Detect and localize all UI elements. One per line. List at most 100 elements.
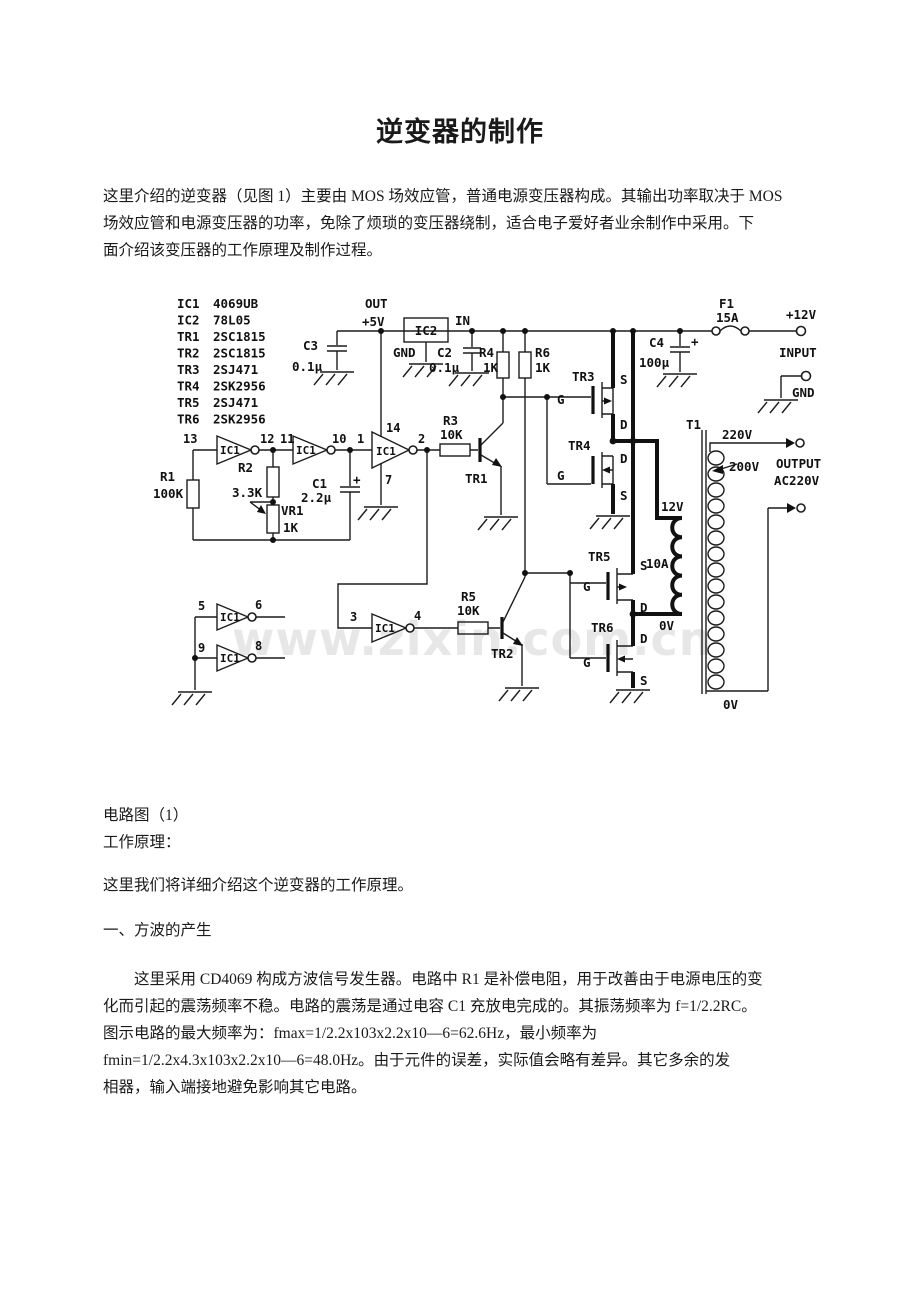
section-line: 图示电路的最大频率为：fmax=1/2.2x103x2.2x10—6=62.6H… bbox=[103, 1025, 598, 1042]
svg-text:D: D bbox=[640, 600, 648, 615]
svg-text:D: D bbox=[620, 451, 628, 466]
svg-text:G: G bbox=[557, 392, 565, 407]
svg-text:2SJ471: 2SJ471 bbox=[213, 362, 258, 377]
svg-text:C1: C1 bbox=[312, 476, 327, 491]
transformer-t1: 12V 10A 0V T1 220V 200V OUTPUT AC220V 0V bbox=[633, 417, 821, 712]
svg-text:TR5: TR5 bbox=[177, 395, 200, 410]
svg-text:OUTPUT: OUTPUT bbox=[776, 456, 821, 471]
svg-text:15A: 15A bbox=[716, 310, 739, 325]
svg-text:13: 13 bbox=[183, 432, 197, 446]
svg-text:IC1: IC1 bbox=[220, 611, 240, 624]
intro-line: 场效应管和电源变压器的功率，免除了烦琐的变压器绕制，适合电子爱好者业余制作中采用… bbox=[103, 215, 755, 232]
svg-text:2: 2 bbox=[418, 432, 425, 446]
svg-text:TR3: TR3 bbox=[177, 362, 200, 377]
svg-text:T1: T1 bbox=[686, 417, 701, 432]
plus12v-terminal bbox=[795, 325, 807, 337]
figure-caption: 电路图（1） bbox=[103, 807, 189, 824]
svg-text:0V: 0V bbox=[723, 697, 739, 712]
mosfet-tr5-tr6: TR5 TR6 G G S D D S bbox=[583, 331, 651, 704]
section-line: 这里采用 CD4069 构成方波信号发生器。电路中 R1 是补偿电阻，用于改善由… bbox=[103, 971, 763, 988]
principle-heading: 工作原理： bbox=[103, 834, 181, 851]
svg-text:TR6: TR6 bbox=[591, 620, 614, 635]
svg-text:6: 6 bbox=[255, 598, 262, 612]
gnd-terminal bbox=[800, 370, 812, 382]
svg-text:10K: 10K bbox=[457, 603, 480, 618]
svg-text:AC220V: AC220V bbox=[774, 473, 820, 488]
svg-text:TR3: TR3 bbox=[572, 369, 595, 384]
svg-text:TR2: TR2 bbox=[177, 346, 200, 361]
svg-text:D: D bbox=[640, 631, 648, 646]
svg-text:IN: IN bbox=[455, 313, 470, 328]
section-line: 相器，输入端接地避免影响其它电路。 bbox=[103, 1079, 367, 1096]
svg-text:TR6: TR6 bbox=[177, 412, 200, 427]
svg-text:1K: 1K bbox=[535, 360, 551, 375]
svg-text:IC2: IC2 bbox=[177, 313, 200, 328]
svg-text:VR1: VR1 bbox=[281, 503, 304, 518]
ic2-label: IC2 bbox=[415, 323, 438, 338]
svg-text:2SC1815: 2SC1815 bbox=[213, 329, 266, 344]
svg-text:8: 8 bbox=[255, 639, 262, 653]
section-heading: 一、方波的产生 bbox=[103, 922, 212, 939]
svg-text:7: 7 bbox=[385, 473, 392, 487]
svg-text:1K: 1K bbox=[283, 520, 299, 535]
intro-line: 面介绍该变压器的工作原理及制作过程。 bbox=[103, 242, 383, 259]
svg-text:IC1: IC1 bbox=[220, 444, 240, 457]
svg-text:IC1: IC1 bbox=[177, 296, 200, 311]
svg-text:IC1: IC1 bbox=[376, 445, 396, 458]
svg-text:G: G bbox=[557, 468, 565, 483]
svg-text:1K: 1K bbox=[483, 360, 499, 375]
svg-text:0.1μ: 0.1μ bbox=[292, 359, 323, 374]
svg-text:2SK2956: 2SK2956 bbox=[213, 379, 266, 394]
svg-text:12V: 12V bbox=[661, 499, 684, 514]
svg-text:INPUT: INPUT bbox=[779, 345, 817, 360]
svg-text:5: 5 bbox=[198, 599, 205, 613]
svg-text:S: S bbox=[640, 673, 648, 688]
svg-text:F1: F1 bbox=[719, 296, 734, 311]
svg-text:2SJ471: 2SJ471 bbox=[213, 395, 258, 410]
svg-text:R4: R4 bbox=[479, 345, 494, 360]
svg-text:OUT: OUT bbox=[365, 296, 388, 311]
svg-text:2.2μ: 2.2μ bbox=[301, 490, 332, 505]
svg-text:C3: C3 bbox=[303, 338, 318, 353]
svg-text:78L05: 78L05 bbox=[213, 313, 251, 328]
svg-text:IC1: IC1 bbox=[220, 652, 240, 665]
svg-text:S: S bbox=[620, 488, 628, 503]
svg-text:R5: R5 bbox=[461, 589, 476, 604]
svg-text:S: S bbox=[640, 558, 648, 573]
svg-text:1: 1 bbox=[357, 432, 364, 446]
svg-text:10K: 10K bbox=[440, 427, 463, 442]
svg-text:R6: R6 bbox=[535, 345, 550, 360]
svg-text:220V: 220V bbox=[722, 427, 753, 442]
power-rail: IC2 OUT +5V IN GND C3 0.1μ C2 0.1μ C4 10… bbox=[292, 296, 817, 414]
svg-text:100μ: 100μ bbox=[639, 355, 670, 370]
svg-text:TR1: TR1 bbox=[465, 471, 488, 486]
svg-text:S: S bbox=[620, 372, 628, 387]
svg-text:TR4: TR4 bbox=[177, 379, 200, 394]
svg-text:4069UB: 4069UB bbox=[213, 296, 259, 311]
svg-text:C4: C4 bbox=[649, 335, 664, 350]
svg-text:R3: R3 bbox=[443, 413, 458, 428]
principle-intro: 这里我们将详细介绍这个逆变器的工作原理。 bbox=[103, 877, 414, 894]
svg-text:0V: 0V bbox=[659, 618, 675, 633]
intro-line: 这里介绍的逆变器（见图 1）主要由 MOS 场效应管，普通电源变压器构成。其输出… bbox=[103, 188, 783, 205]
svg-text:GND: GND bbox=[792, 385, 815, 400]
svg-text:+5V: +5V bbox=[362, 314, 385, 329]
svg-text:GND: GND bbox=[393, 345, 416, 360]
svg-text:+: + bbox=[691, 334, 699, 349]
svg-text:0.1μ: 0.1μ bbox=[429, 360, 460, 375]
page-title: 逆变器的制作 bbox=[376, 117, 544, 147]
mosfet-tr3-tr4: TR3 TR4 G G S D D S bbox=[557, 331, 682, 530]
driver-tr2: IC1 3 4 R5 10K TR2 IC1 IC1 5 6 9 8 bbox=[171, 450, 606, 706]
svg-text:12: 12 bbox=[260, 432, 274, 446]
svg-text:2SK2956: 2SK2956 bbox=[213, 412, 266, 427]
svg-text:TR5: TR5 bbox=[588, 549, 611, 564]
svg-text:TR4: TR4 bbox=[568, 438, 591, 453]
svg-text:2SC1815: 2SC1815 bbox=[213, 346, 266, 361]
svg-text:IC1: IC1 bbox=[375, 622, 395, 635]
svg-text:9: 9 bbox=[198, 641, 205, 655]
svg-text:IC1: IC1 bbox=[296, 444, 316, 457]
svg-text:11: 11 bbox=[280, 432, 294, 446]
